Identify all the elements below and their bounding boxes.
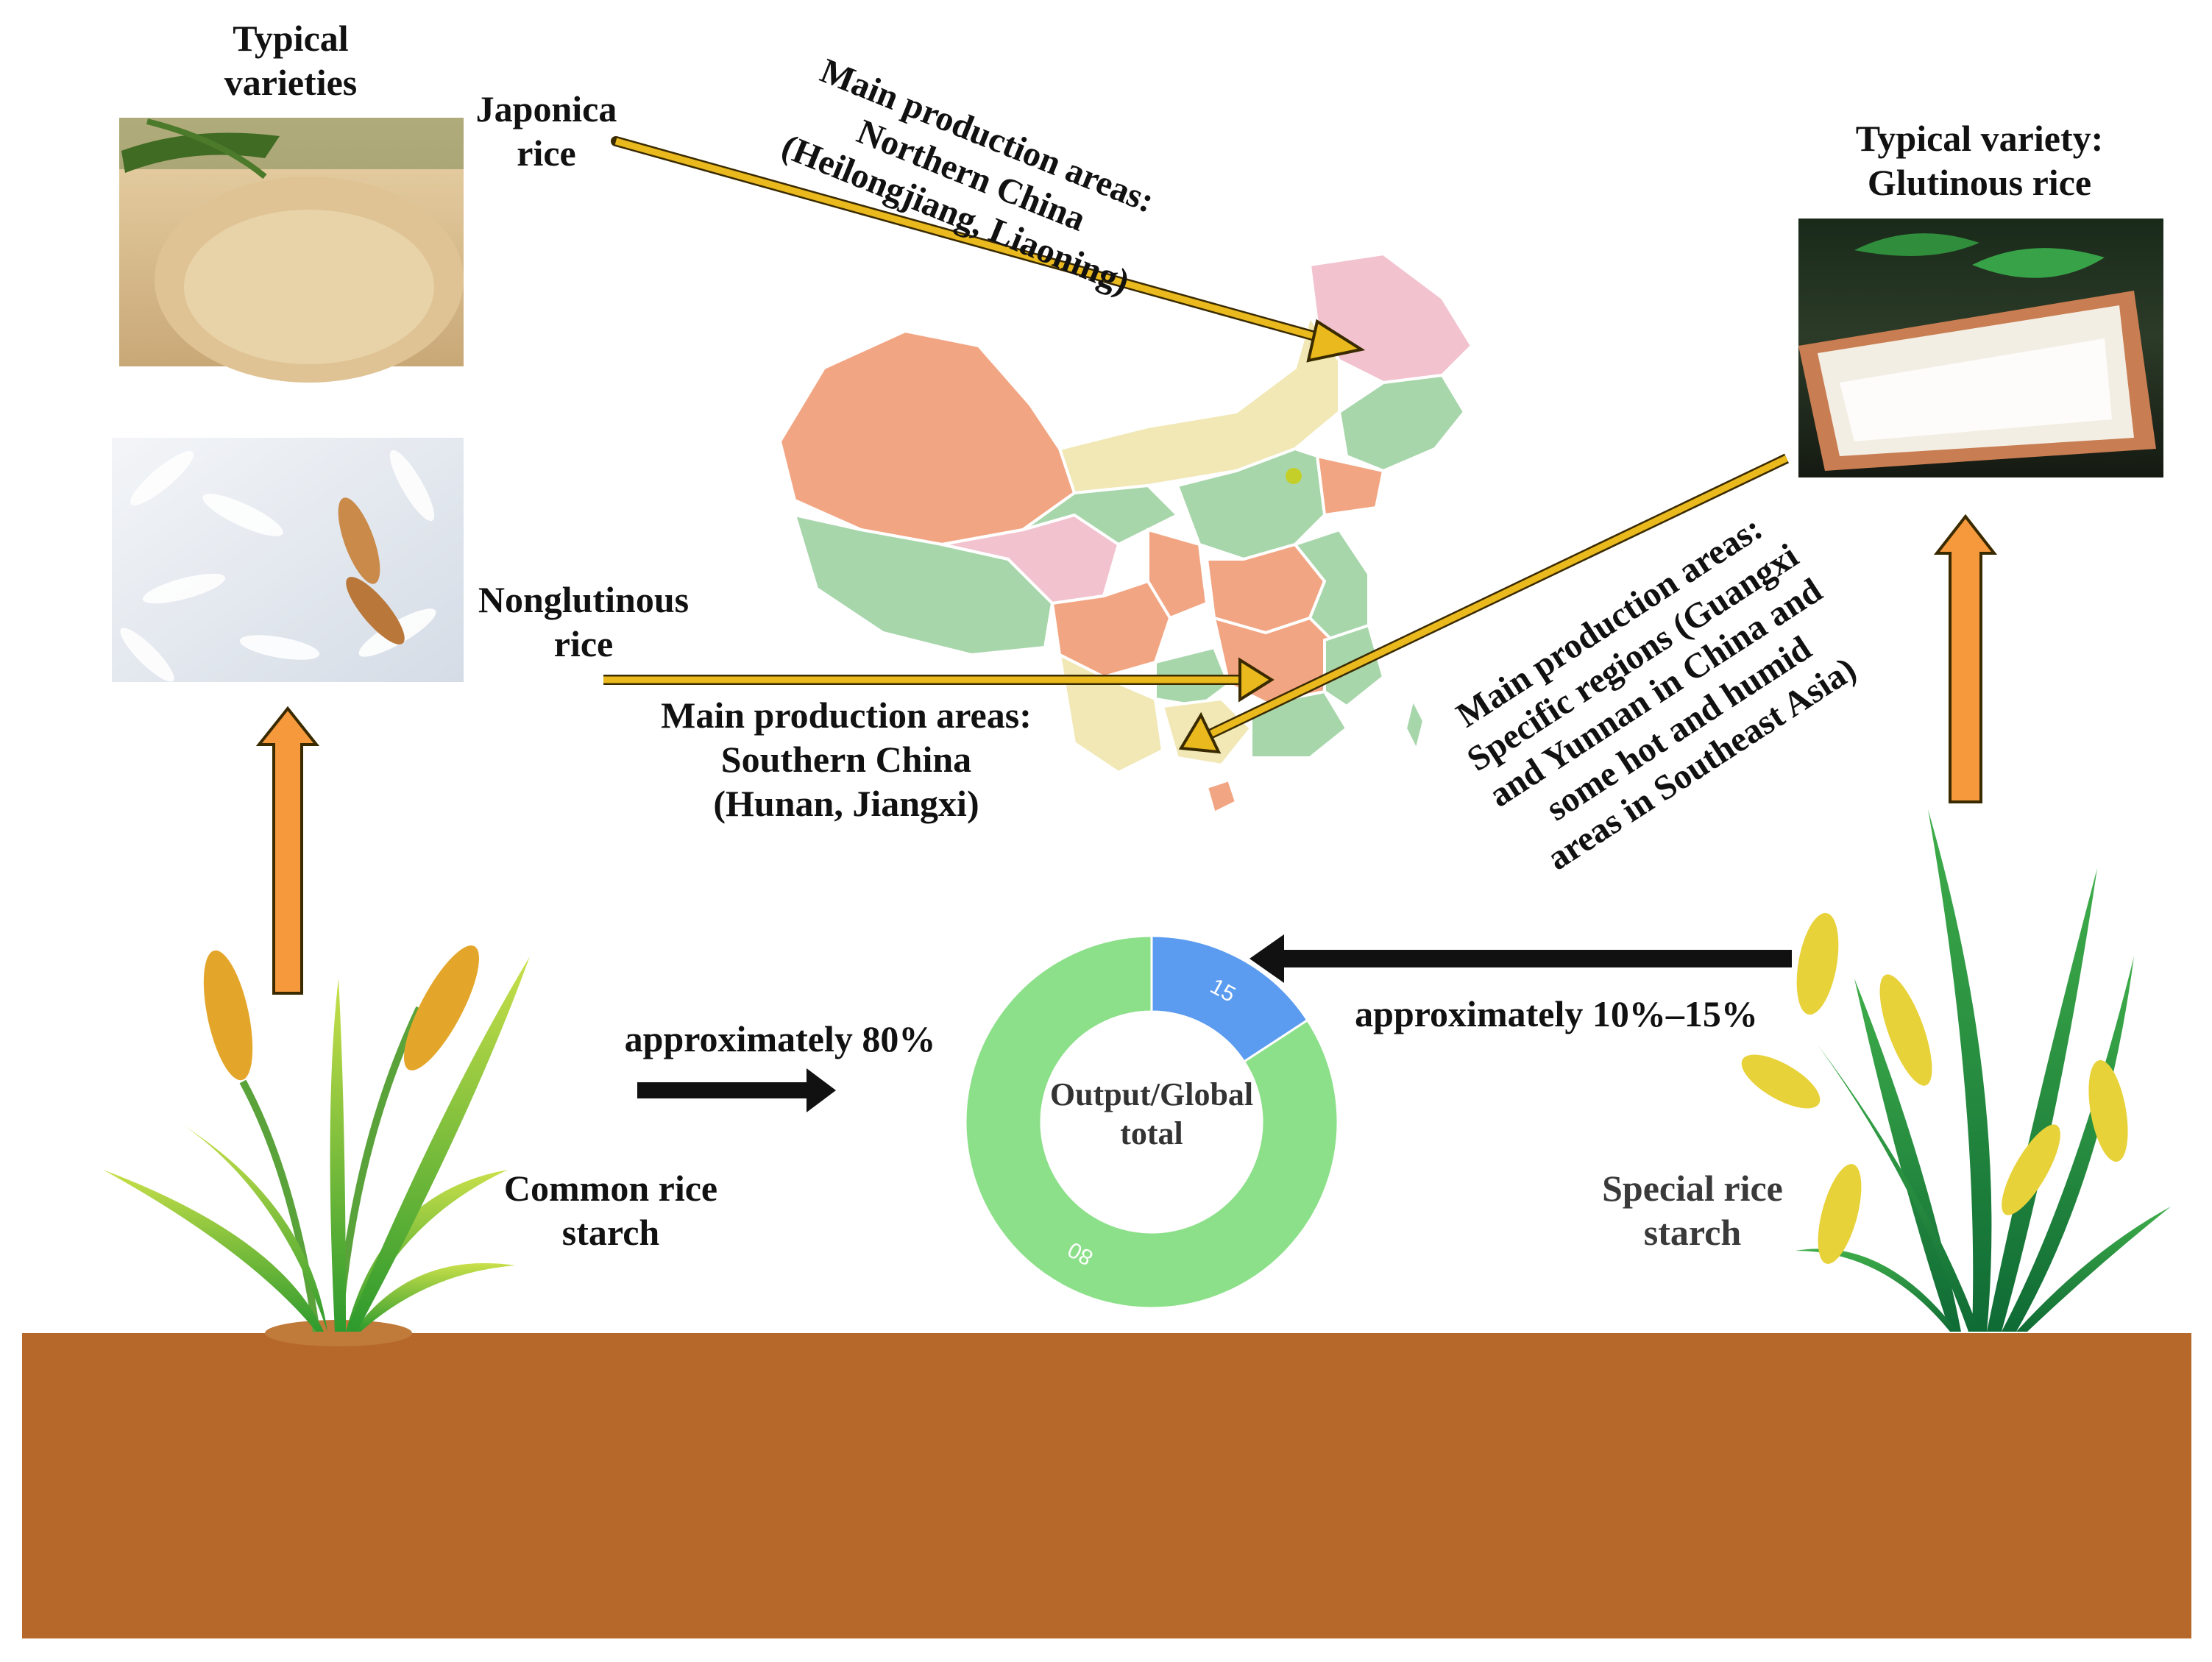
black-arrow-common <box>637 1068 836 1112</box>
map-jilin-liaoning <box>1337 373 1467 473</box>
glutinous-variety-label: Typical variety: Glutinous rice <box>1855 118 2104 203</box>
approx-80-label: approximately 80% <box>624 1018 936 1059</box>
map-shaanxi <box>1146 528 1209 620</box>
orange-arrow-right <box>1933 514 1998 803</box>
donut-center-label: Output/Global total <box>1049 1076 1254 1151</box>
special-rice-starch-label: Special rice starch <box>1602 1168 1783 1253</box>
japonica-rice-photo <box>119 118 464 383</box>
arrows <box>255 136 1998 1112</box>
japonica-rice-label: Japonica rice <box>475 88 617 174</box>
rice-plant-right-icon <box>1741 809 2171 1332</box>
map-xinjiang <box>778 329 1077 547</box>
japonica-arrow <box>611 136 1366 363</box>
black-arrow-special <box>1249 934 1792 983</box>
orange-arrow-left <box>255 706 320 995</box>
common-rice-starch-label: Common rice starch <box>503 1168 718 1253</box>
glutinous-rice-photo <box>1798 219 2163 477</box>
map-taiwan <box>1403 695 1426 755</box>
typical-varieties-label: Typical varieties <box>224 18 358 103</box>
nonglutinous-rice-label: Nonglutinous rice <box>478 579 690 664</box>
map-gansu <box>1021 483 1180 547</box>
glutinous-arrow <box>1178 453 1790 754</box>
output-donut-chart: 01580 <box>964 934 1339 1310</box>
map-tibet <box>793 513 1054 657</box>
rice-plant-left-icon <box>103 945 530 1346</box>
soil-band <box>22 1333 2191 1638</box>
nonglutinous-rice-photo <box>112 438 464 682</box>
nonglutinous-arrow <box>603 657 1275 703</box>
approx-10-15-label: approximately 10%–15% <box>1355 993 1758 1034</box>
map-hainan <box>1205 778 1238 815</box>
donut-slice-80 <box>964 934 1339 1310</box>
southern-production-areas-label: Main production areas: Southern China (H… <box>661 695 1032 824</box>
map-beijing-marker <box>1286 468 1302 484</box>
